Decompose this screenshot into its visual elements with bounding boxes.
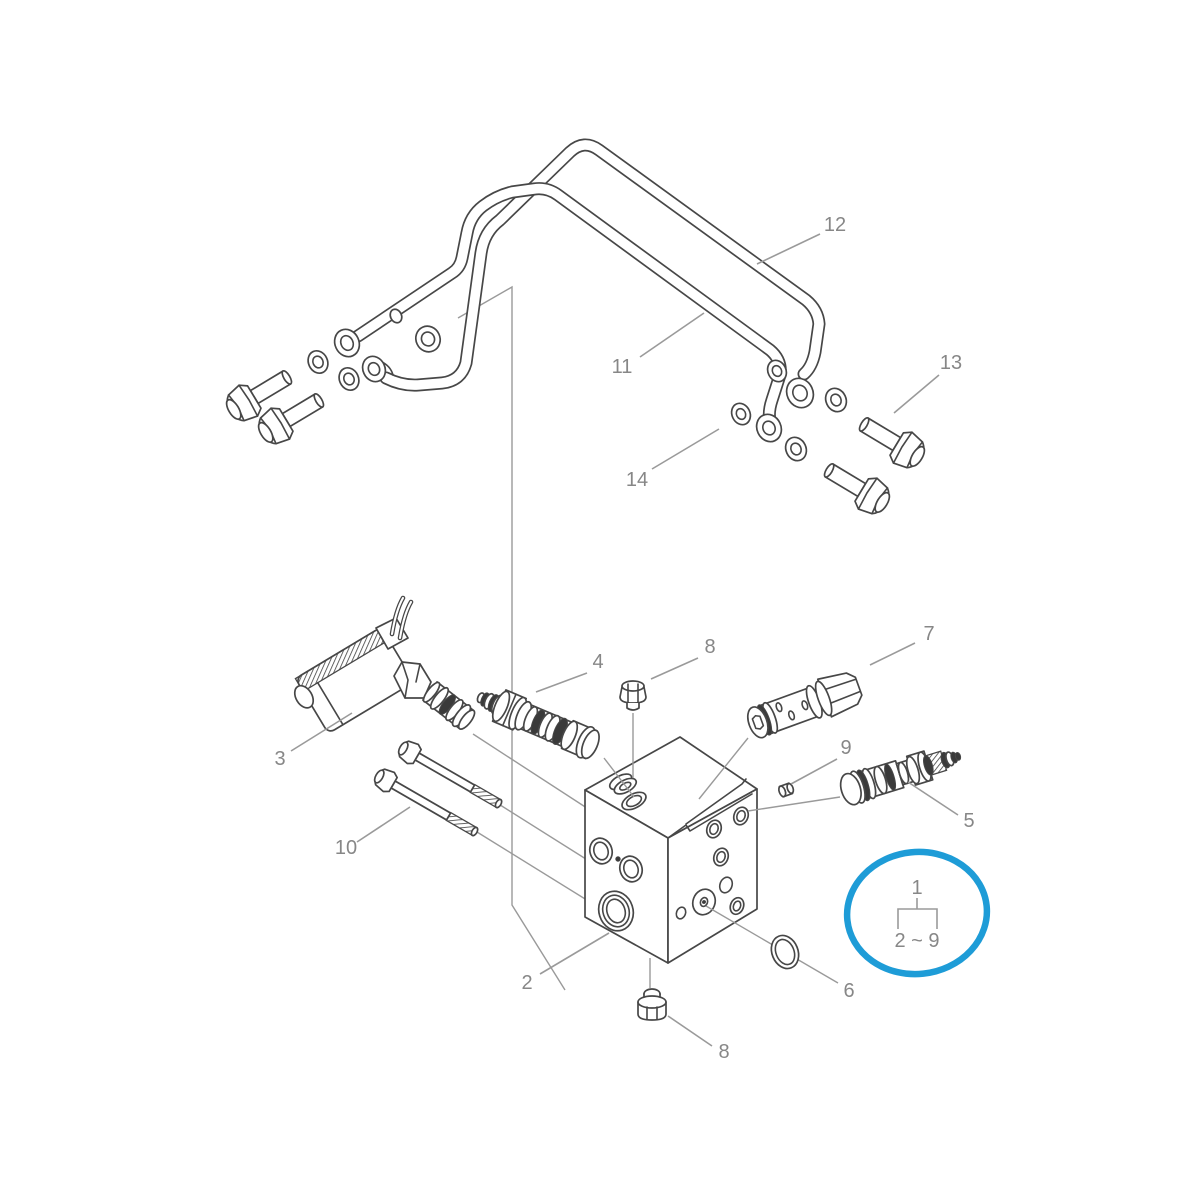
part-label-1: 1 — [911, 877, 922, 899]
leader-line-11 — [639, 312, 705, 358]
washer — [824, 387, 848, 413]
leader-line-8b — [667, 1015, 713, 1047]
leader-line-2 — [539, 932, 610, 975]
part-label-3: 3 — [274, 748, 285, 770]
part-cartridge-valve-5 — [839, 750, 962, 806]
part-relief-valve-7 — [746, 672, 863, 739]
part-label-10: 10 — [335, 837, 357, 859]
part-label-9: 9 — [840, 737, 851, 759]
washer — [730, 402, 752, 426]
bolt-13b — [816, 452, 897, 522]
group-callout: 1 2 ~ 9 — [843, 848, 991, 978]
washer — [784, 436, 808, 462]
part-label-13: 13 — [940, 352, 962, 374]
right-fittings — [730, 359, 848, 462]
part-label-6: 6 — [843, 980, 854, 1002]
pipe-12 — [379, 138, 826, 392]
leader-line-12 — [756, 233, 821, 265]
part-label-8-top: 8 — [704, 636, 715, 658]
banjo-eye-left-1 — [333, 328, 361, 358]
leader-line-14 — [651, 428, 720, 470]
banjo-elbow-right-11 — [755, 413, 783, 443]
solenoid-wires — [389, 595, 414, 641]
pipe-bracket-ring — [389, 308, 403, 324]
part-pin-9 — [778, 782, 795, 798]
washer — [307, 349, 329, 375]
part-solenoid-valve-3 — [293, 595, 476, 732]
part-number-labels: 2 3 4 5 6 7 8 8 9 10 11 12 13 14 — [274, 214, 974, 1063]
part-label-5: 5 — [963, 810, 974, 832]
alignment-lines-over — [603, 713, 841, 988]
alignment-lines-under — [457, 285, 598, 991]
leader-lines — [290, 233, 959, 1047]
washer — [414, 325, 442, 353]
left-fittings — [307, 325, 442, 392]
leader-line-10 — [356, 806, 411, 843]
bolt-13a — [851, 406, 932, 476]
part-label-7: 7 — [923, 623, 934, 645]
leader-line-13 — [893, 374, 940, 414]
part-range-label: 2 ~ 9 — [894, 930, 939, 952]
washer — [766, 359, 788, 383]
part-label-8-bottom: 8 — [718, 1041, 729, 1063]
solenoid-spool — [422, 681, 476, 730]
part-label-11: 11 — [612, 356, 633, 378]
part-label-14: 14 — [626, 469, 648, 491]
part-cartridge-valve-4 — [476, 689, 600, 760]
pipe-assembly — [351, 138, 826, 428]
leader-line-5 — [907, 781, 959, 816]
part-plug-8-bottom — [637, 988, 667, 1021]
leader-line-7 — [869, 642, 916, 666]
leader-line-3 — [290, 712, 353, 752]
banjo-elbow-left-2 — [361, 355, 394, 383]
part-label-2: 2 — [521, 972, 532, 994]
part-label-12: 12 — [824, 214, 846, 236]
part-valve-block-2 — [584, 736, 758, 964]
highlight-ellipse — [843, 848, 991, 978]
part-plug-8-top — [619, 680, 647, 711]
leader-line-4 — [535, 672, 588, 693]
washer — [338, 366, 360, 392]
bolt-10b — [369, 764, 484, 844]
callout-bracket — [897, 908, 938, 929]
bolt-10a — [393, 736, 508, 816]
banjo-eye-right-12 — [785, 377, 815, 409]
leader-line-8a — [650, 657, 699, 680]
part-label-4: 4 — [592, 651, 603, 673]
leader-line-9 — [790, 758, 838, 785]
part-oring-6 — [770, 934, 800, 970]
